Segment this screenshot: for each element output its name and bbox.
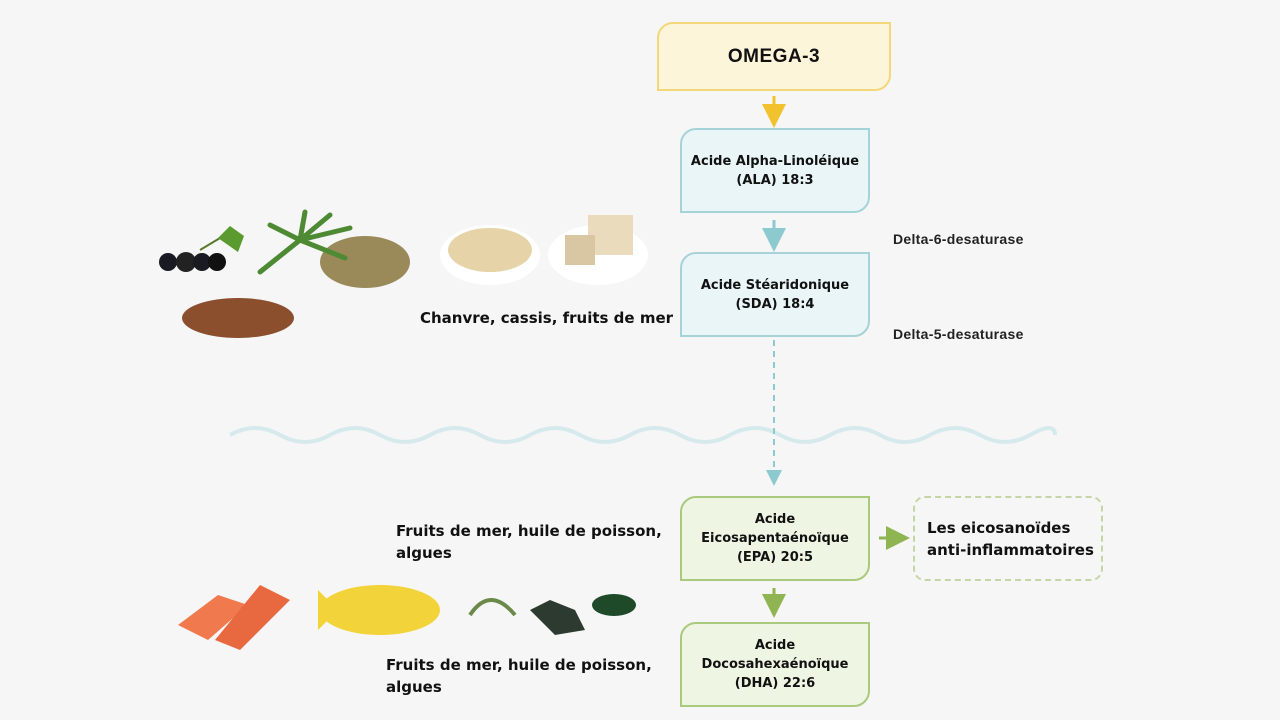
spirulina-image bbox=[592, 594, 636, 616]
dried-seaweed-image bbox=[530, 600, 585, 635]
epa-node: Acide Eicosapentaénoïque (EPA) 20:5 bbox=[680, 496, 870, 581]
hemp-image bbox=[257, 209, 410, 288]
ala-node: Acide Alpha-Linoléique (ALA) 18:3 bbox=[680, 128, 870, 213]
plant-sources-label: Chanvre, cassis, fruits de mer bbox=[420, 309, 674, 327]
salmon-image bbox=[178, 585, 290, 650]
delta5-label: Delta-5-desaturase bbox=[893, 326, 1024, 342]
sda-node: Acide Stéaridonique (SDA) 18:4 bbox=[680, 252, 870, 337]
omega3-title-box: OMEGA-3 bbox=[657, 22, 891, 91]
delta6-label: Delta-6-desaturase bbox=[893, 231, 1024, 247]
blackcurrant-image bbox=[159, 226, 244, 272]
marine-sources-label-bottom: Fruits de mer, huile de poisson, algues bbox=[386, 656, 652, 696]
eicosanoids-node: Les eicosanoïdes anti-inflammatoires bbox=[913, 496, 1103, 581]
seaweed-image bbox=[468, 598, 517, 617]
semolina-bowl-image bbox=[440, 225, 540, 285]
flaxseed-image bbox=[182, 298, 294, 338]
dha-node: Acide Docosahexaénoïque (DHA) 22:6 bbox=[680, 622, 870, 707]
marine-sources-label-top: Fruits de mer, huile de poisson, algues bbox=[396, 522, 662, 562]
tofu-bowl-image bbox=[548, 215, 648, 285]
fish-oil-capsules-image bbox=[318, 585, 440, 635]
wave-divider bbox=[229, 426, 1057, 444]
